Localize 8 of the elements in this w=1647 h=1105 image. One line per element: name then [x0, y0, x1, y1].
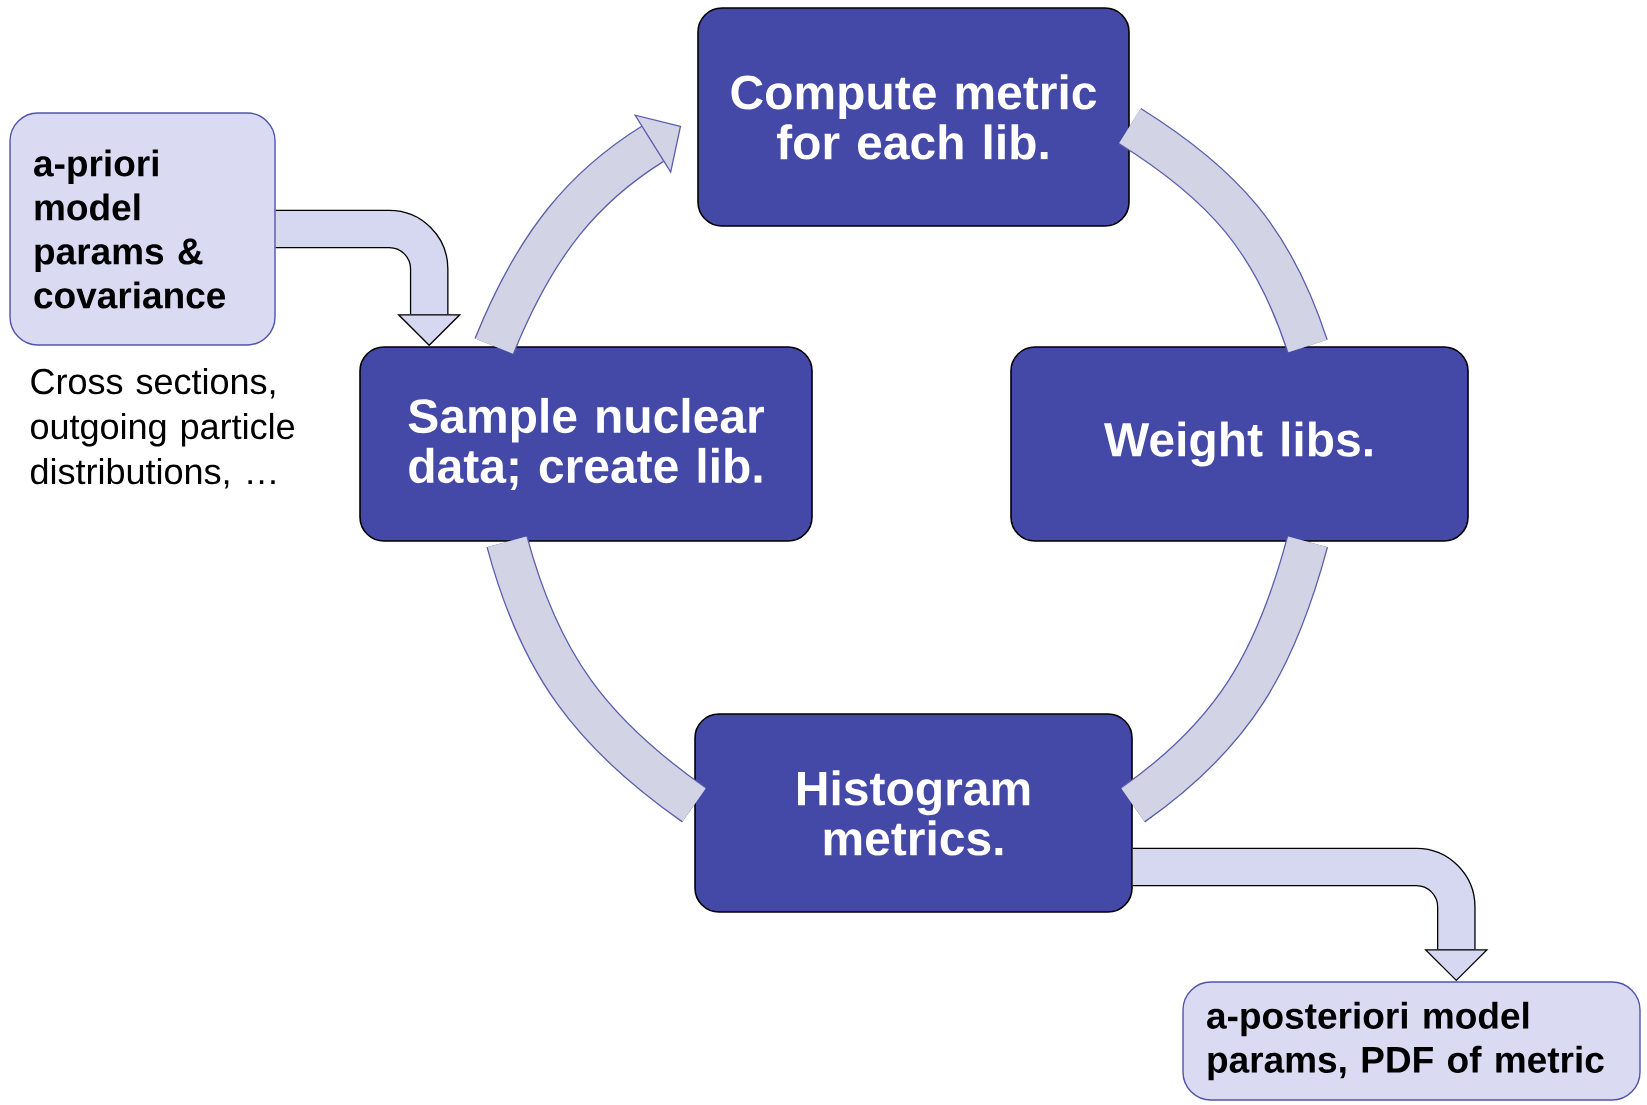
- cycle-arrow: [474, 114, 682, 355]
- caption-text: Cross sections, outgoing particle distributions, …: [31, 367, 294, 489]
- process-box: Histogram metrics.: [694, 713, 1133, 913]
- input-box: a-priori model params & covariance: [9, 112, 276, 346]
- process-box: Sample nuclear data; create lib.: [359, 346, 813, 542]
- process-box: Compute metric for each lib.: [697, 7, 1130, 227]
- process-box: Weight libs.: [1010, 346, 1469, 542]
- output-box: a-posteriori model params, PDF of metric: [1182, 981, 1641, 1101]
